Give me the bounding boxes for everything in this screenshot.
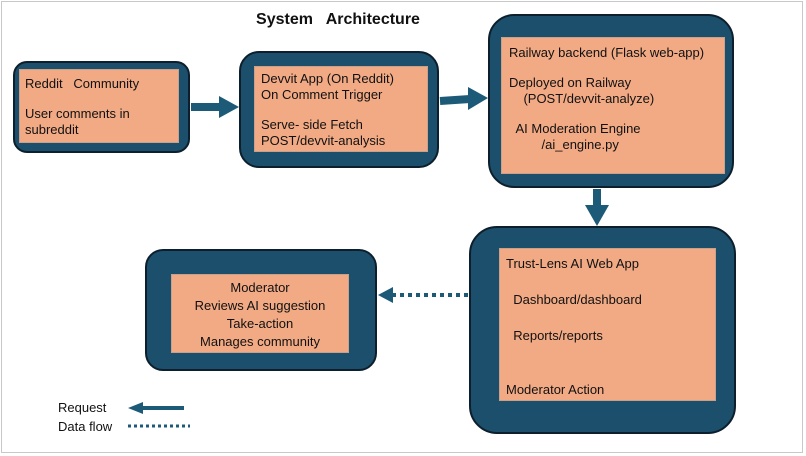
- trustlens-line-2: Dashboard/dashboard: [506, 292, 642, 307]
- trustlens-line-1: Trust-Lens AI Web App: [506, 256, 639, 271]
- devvit-line-2: On Comment Trigger: [261, 87, 383, 102]
- railway-line-2: Deployed on Railway: [509, 75, 632, 90]
- node-trust-lens-web-app-box: Trust-Lens AI Web App Dashboard/dashboar…: [499, 248, 716, 401]
- node-reddit-community-box: Reddit Community User comments in subred…: [19, 69, 179, 143]
- moderator-line-2: Reviews AI suggestion: [194, 298, 326, 313]
- node-railway-backend-box: Railway backend (Flask web-app) Deployed…: [501, 37, 725, 174]
- moderator-line-3: Take-action: [226, 316, 294, 331]
- node-devvit-app: Devvit App (On Reddit) On Comment Trigge…: [239, 51, 439, 168]
- node-moderator-box: Moderator Reviews AI suggestion Take-act…: [171, 274, 349, 353]
- trustlens-line-3: Reports/reports: [506, 328, 603, 343]
- node-trust-lens-web-app: Trust-Lens AI Web App Dashboard/dashboar…: [469, 226, 736, 434]
- arrow-devvit-to-railway: [439, 87, 488, 110]
- arrow-trustlens-to-moderator: [378, 287, 468, 303]
- moderator-line-1: Moderator: [230, 280, 290, 295]
- legend-request-label: Request: [58, 400, 107, 415]
- legend-request-arrow: [128, 402, 184, 414]
- diagram-title: System Architecture: [256, 11, 420, 28]
- devvit-line-1: Devvit App (On Reddit): [261, 71, 394, 86]
- devvit-line-4: POST/devvit-analysis: [261, 133, 386, 148]
- trustlens-line-4: Moderator Action: [506, 382, 605, 397]
- node-reddit-community: Reddit Community User comments in subred…: [13, 61, 190, 153]
- node-moderator: Moderator Reviews AI suggestion Take-act…: [145, 249, 377, 371]
- devvit-line-3: Serve- side Fetch: [261, 117, 363, 132]
- node-devvit-app-box: Devvit App (On Reddit) On Comment Trigge…: [254, 66, 428, 152]
- railway-line-1: Railway backend (Flask web-app): [509, 45, 705, 60]
- legend-dataflow-label: Data flow: [58, 419, 113, 434]
- arrow-reddit-to-devvit: [191, 96, 239, 118]
- moderator-line-4: Manages community: [200, 334, 320, 349]
- arrow-railway-to-trustlens: [585, 189, 609, 226]
- reddit-line-2: User comments in: [25, 106, 130, 121]
- reddit-line-3: subreddit: [25, 122, 79, 137]
- node-railway-backend: Railway backend (Flask web-app) Deployed…: [488, 14, 734, 188]
- railway-line-5: /ai_engine.py: [509, 137, 619, 152]
- railway-line-3: (POST/devvit-analyze): [509, 91, 655, 106]
- railway-line-4: AI Moderation Engine: [509, 121, 641, 136]
- reddit-line-1: Reddit Community: [25, 76, 140, 91]
